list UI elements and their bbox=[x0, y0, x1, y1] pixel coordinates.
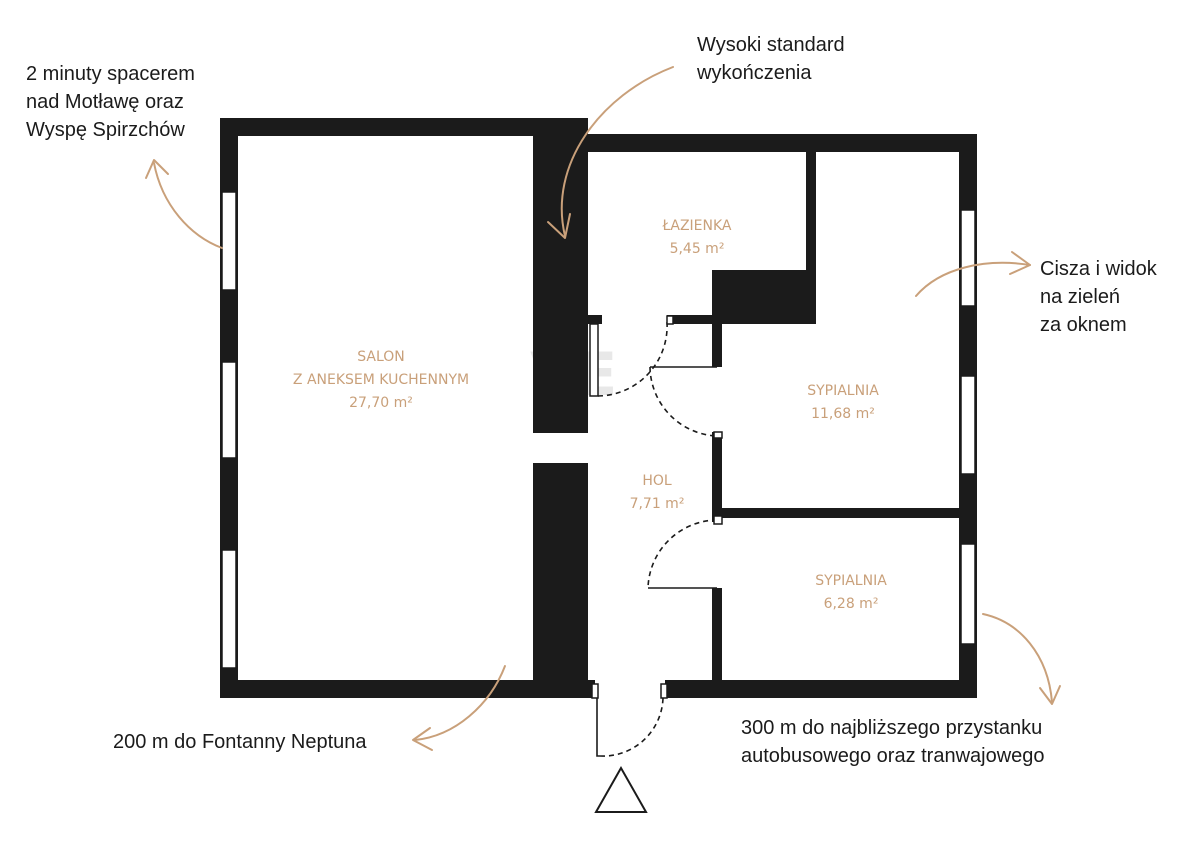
svg-text:SALON: SALON bbox=[357, 349, 405, 365]
room-salon-label: SALON Z ANEKSEM KUCHENNYM 27,70 m² bbox=[293, 349, 469, 411]
svg-text:5,45 m²: 5,45 m² bbox=[670, 241, 725, 257]
svg-text:ŁAZIENKA: ŁAZIENKA bbox=[662, 218, 732, 234]
svg-text:SYPIALNIA: SYPIALNIA bbox=[807, 383, 879, 399]
annotation-cisza: Cisza i widok na zieleń za oknem bbox=[1040, 258, 1157, 336]
room-hol-label: HOL 7,71 m² bbox=[630, 473, 685, 512]
arrow-przystanek-icon bbox=[982, 613, 1053, 703]
svg-text:Z ANEKSEM KUCHENNYM: Z ANEKSEM KUCHENNYM bbox=[293, 372, 469, 388]
svg-text:27,70 m²: 27,70 m² bbox=[349, 395, 413, 411]
room-sypialnia1-label: SYPIALNIA 11,68 m² bbox=[807, 383, 879, 422]
room-sypialnia2-label: SYPIALNIA 6,28 m² bbox=[815, 573, 887, 612]
window-right-2 bbox=[960, 375, 976, 475]
svg-text:6,28 m²: 6,28 m² bbox=[824, 596, 879, 612]
arrow-spacer-icon bbox=[153, 162, 223, 249]
window-right-3 bbox=[960, 543, 976, 645]
svg-text:7,71 m²: 7,71 m² bbox=[630, 496, 685, 512]
windows bbox=[221, 191, 976, 669]
annotation-przystanek: 300 m do najbliższego przystanku autobus… bbox=[741, 717, 1045, 767]
svg-text:HOL: HOL bbox=[642, 473, 672, 489]
annotation-fontanna: 200 m do Fontanny Neptuna bbox=[113, 731, 367, 753]
room-lazienka-label: ŁAZIENKA 5,45 m² bbox=[662, 218, 732, 257]
window-left-3 bbox=[221, 549, 237, 669]
entrance-triangle-icon bbox=[594, 765, 648, 813]
arrow-cisza-icon bbox=[915, 261, 1031, 297]
annotation-standard: Wysoki standard wykończenia bbox=[697, 34, 845, 84]
annotation-spacer: 2 minuty spacerem nad Motławę oraz Wyspę… bbox=[26, 63, 195, 141]
window-left-2 bbox=[221, 361, 237, 459]
annotation-arrows bbox=[145, 66, 1061, 751]
svg-text:11,68 m²: 11,68 m² bbox=[811, 406, 875, 422]
svg-text:SYPIALNIA: SYPIALNIA bbox=[815, 573, 887, 589]
arrow-fontanna-icon bbox=[414, 665, 506, 741]
window-right-1 bbox=[960, 209, 976, 307]
doors bbox=[589, 315, 723, 757]
arrow-standard-icon bbox=[560, 66, 674, 237]
window-left-1 bbox=[221, 191, 237, 291]
